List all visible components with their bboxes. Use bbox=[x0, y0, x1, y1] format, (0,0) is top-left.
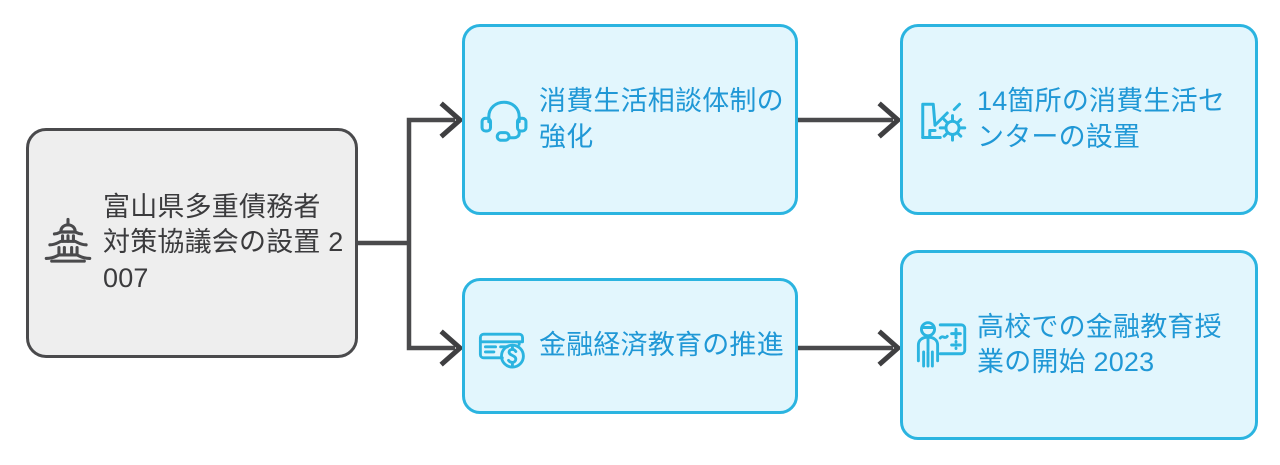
teacher-whiteboard-icon bbox=[911, 314, 973, 376]
credit-card-dollar-icon bbox=[473, 315, 535, 377]
node-education-label: 金融経済教育の推進 bbox=[539, 330, 784, 361]
factory-gear-icon bbox=[911, 89, 973, 151]
pagoda-icon bbox=[37, 212, 99, 274]
node-center[interactable]: 14箇所の消費生活センターの設置 bbox=[900, 24, 1258, 215]
node-center-label: 14箇所の消費生活センターの設置 bbox=[977, 86, 1226, 152]
node-root[interactable]: 富山県多重債務者対策協議会の設置 2007 bbox=[26, 128, 358, 358]
edge-root-to-education bbox=[406, 243, 455, 351]
headset-icon bbox=[473, 89, 535, 151]
arrowhead-education bbox=[439, 329, 464, 367]
node-education[interactable]: 金融経済教育の推進 bbox=[462, 278, 798, 414]
node-root-label: 富山県多重債務者対策協議会の設置 2007 bbox=[103, 192, 344, 293]
arrowhead-highschool bbox=[877, 329, 902, 367]
arrowhead-center bbox=[877, 101, 902, 139]
arrowhead-consult bbox=[439, 101, 464, 139]
edge-root-to-consult bbox=[406, 117, 455, 243]
node-consult[interactable]: 消費生活相談体制の強化 bbox=[462, 24, 798, 215]
node-highschool[interactable]: 高校での金融教育授業の開始 2023 bbox=[900, 250, 1258, 440]
node-highschool-label: 高校での金融教育授業の開始 2023 bbox=[977, 311, 1222, 377]
node-consult-label: 消費生活相談体制の強化 bbox=[539, 86, 784, 152]
